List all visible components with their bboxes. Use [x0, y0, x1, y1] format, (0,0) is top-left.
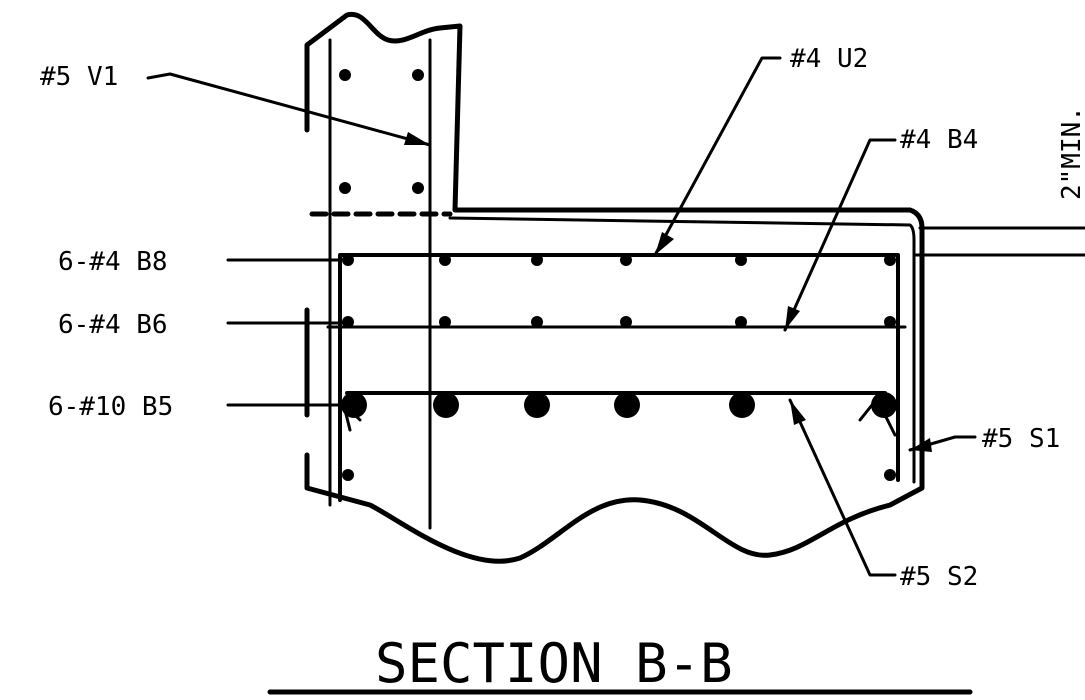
- label-s1: #5 S1: [982, 424, 1060, 454]
- slab-top-line: [448, 216, 916, 484]
- rebar-dot: [620, 254, 632, 266]
- section-title: SECTION B-B: [375, 632, 733, 695]
- rebar-dot: [342, 469, 354, 481]
- rebar-dot-large: [871, 392, 897, 418]
- rebar-dot-large: [614, 392, 640, 418]
- leader-s2: [788, 398, 897, 577]
- rebar-dot: [620, 316, 632, 328]
- rebar-dot: [342, 254, 354, 266]
- rebar-dot: [531, 254, 543, 266]
- label-s2: #5 S2: [900, 562, 978, 592]
- leader-u2: [653, 56, 782, 257]
- arrowhead-u2: [655, 232, 674, 255]
- label-min: 2"MIN.: [1057, 106, 1085, 200]
- rebar-dot: [439, 316, 451, 328]
- rebar-dot-large: [729, 392, 755, 418]
- rebar-dot: [884, 316, 896, 328]
- label-b8: 6-#4 B8: [58, 247, 168, 277]
- rebar-dot-large: [341, 392, 367, 418]
- leader-v1: [146, 72, 432, 147]
- label-u2: #4 U2: [790, 44, 868, 74]
- label-b6: 6-#4 B6: [58, 310, 168, 340]
- rebar-dot-large: [524, 392, 550, 418]
- rebar-dot: [339, 182, 351, 194]
- arrowhead-b4: [785, 306, 800, 330]
- rebar-dot: [884, 254, 896, 266]
- rebar-dot: [884, 469, 896, 481]
- arrowhead-s1: [910, 438, 932, 452]
- label-b5: 6-#10 B5: [48, 392, 173, 422]
- concrete-outline: [304, 11, 925, 564]
- rebar-dot: [339, 69, 351, 81]
- label-b4: #4 B4: [900, 125, 978, 155]
- arrowhead-v1: [404, 132, 430, 145]
- rebar-dot: [735, 316, 747, 328]
- rebar-dot: [412, 69, 424, 81]
- u2-stirrup: [338, 253, 900, 502]
- leader-b4: [783, 138, 897, 332]
- rebar-dot: [735, 254, 747, 266]
- rebar-dot: [439, 254, 451, 266]
- arrowhead-s2: [790, 400, 806, 425]
- rebar-dot: [342, 316, 354, 328]
- rebar-dot-large: [433, 392, 459, 418]
- label-v1: #5 V1: [40, 62, 118, 92]
- rebar-dot: [412, 182, 424, 194]
- rebar-dot: [531, 316, 543, 328]
